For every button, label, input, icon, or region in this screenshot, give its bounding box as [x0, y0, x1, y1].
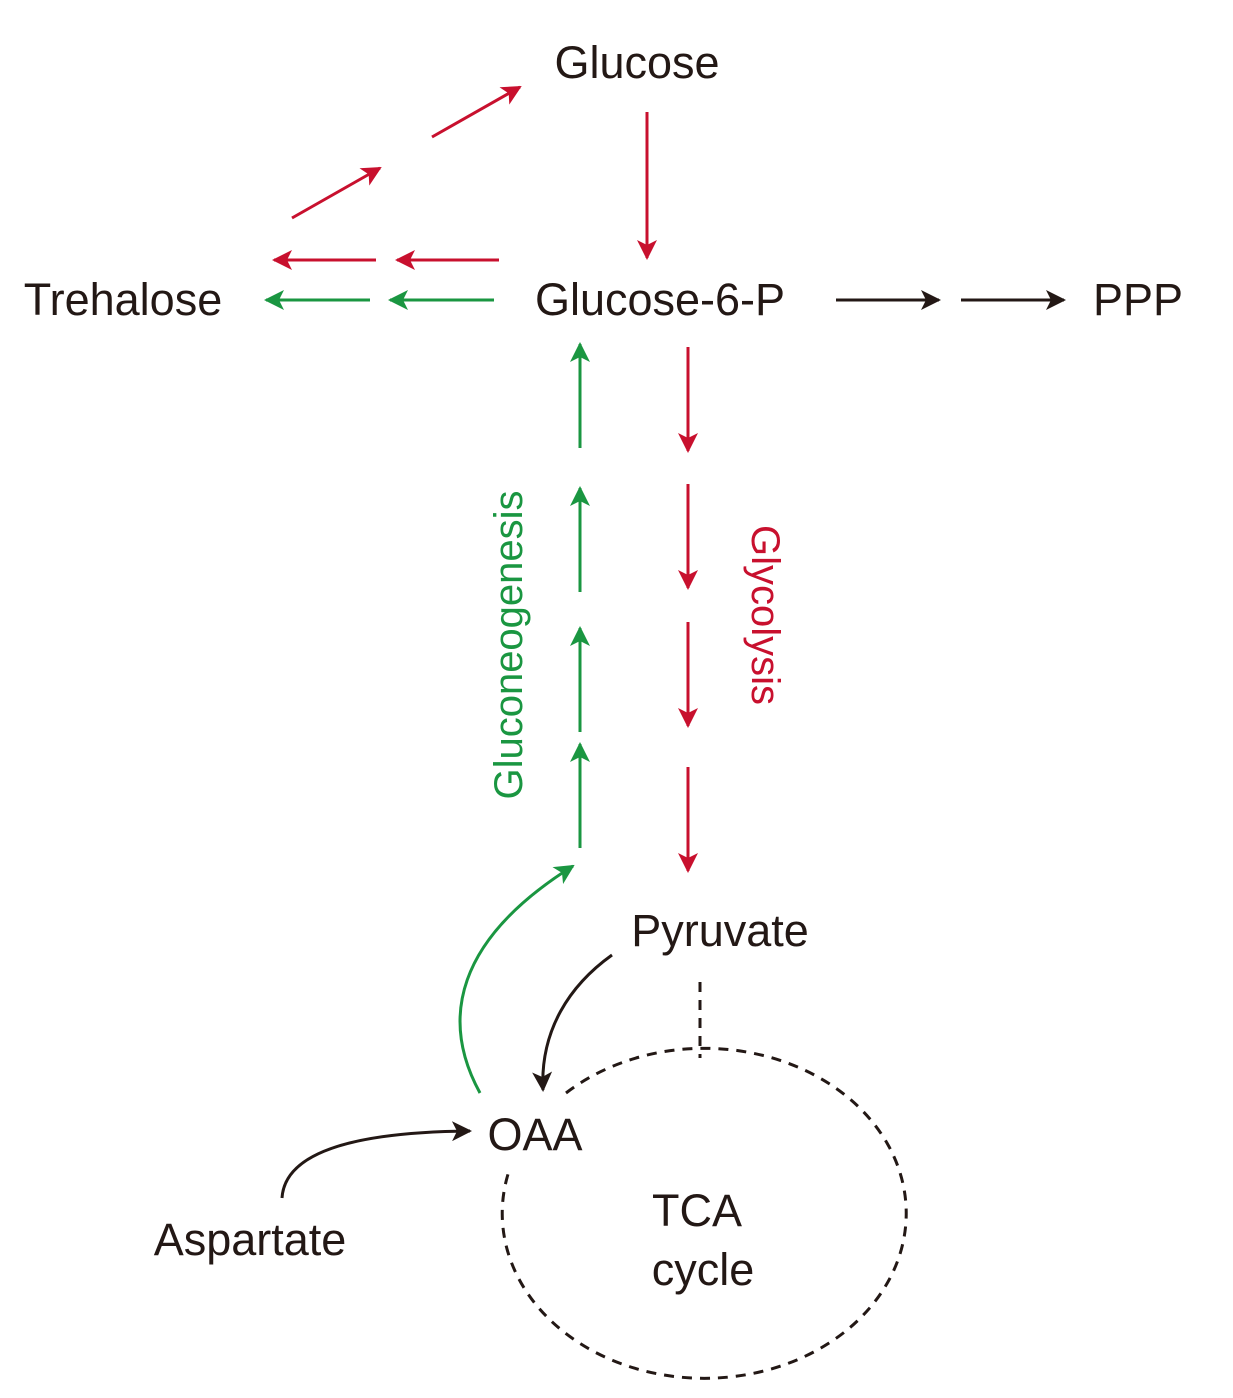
aspartate-label: Aspartate	[154, 1214, 347, 1265]
trehalose-label: Trehalose	[24, 274, 222, 325]
pyruvate-label: Pyruvate	[631, 905, 809, 956]
oaa-to-gluconeogenesis-arrow	[458, 864, 575, 1094]
aspartate-to-oaa-arrow	[280, 1121, 472, 1199]
glycolysis-label: Glycolysis	[743, 525, 787, 705]
trehalose-to-glucose-arrow-1	[291, 166, 382, 220]
ppp-label: PPP	[1093, 274, 1183, 325]
glucose-6-p-label: Glucose-6-P	[535, 274, 785, 325]
trehalose-to-glucose-arrow-2	[431, 85, 522, 139]
tca-cycle-label-line2: cycle	[652, 1244, 755, 1295]
glucose-label: Glucose	[554, 37, 719, 88]
pyruvate-to-oaa-arrow	[532, 953, 613, 1092]
tca-cycle-circle	[500, 1046, 908, 1380]
tca-cycle-label-line1: TCA	[652, 1185, 742, 1236]
gluconeogenesis-label: Gluconeogenesis	[487, 490, 531, 799]
oaa-label: OAA	[487, 1109, 582, 1160]
